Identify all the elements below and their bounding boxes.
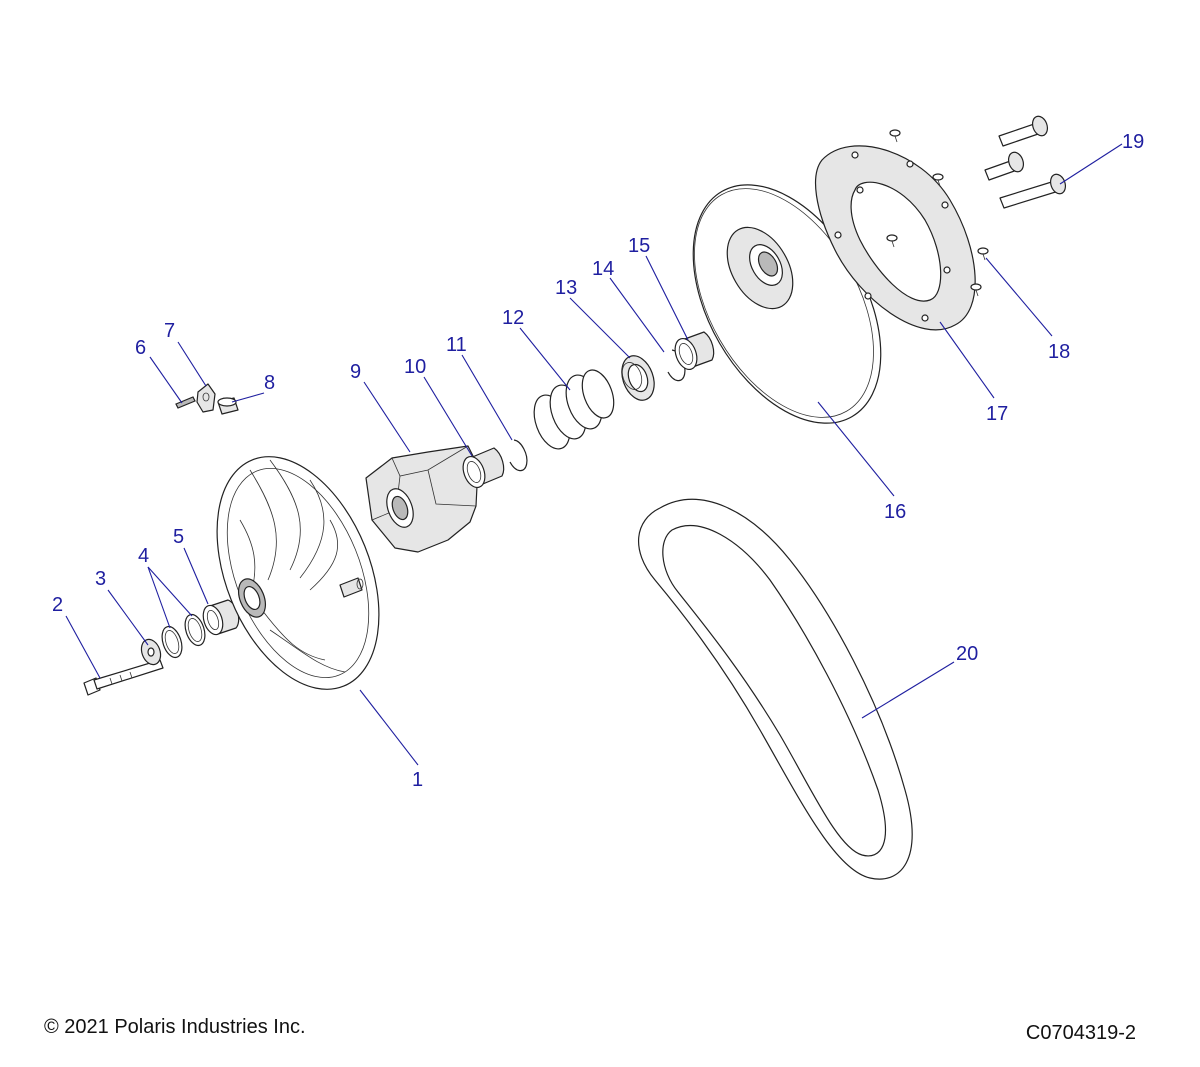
part-3-washer bbox=[140, 638, 162, 666]
part-6-pin bbox=[175, 396, 196, 409]
callout-6: 6 bbox=[135, 337, 146, 359]
part-15-bushing bbox=[674, 331, 715, 371]
leader-1 bbox=[359, 689, 419, 766]
leader-lines bbox=[65, 143, 1123, 766]
callout-numbers: 1 2 3 4 5 6 7 8 9 10 11 12 13 14 15 16 1… bbox=[52, 131, 1144, 791]
callout-17: 17 bbox=[986, 403, 1008, 425]
callout-19: 19 bbox=[1122, 131, 1144, 153]
part-2-bolt bbox=[83, 659, 164, 696]
leader-3 bbox=[107, 589, 149, 646]
figure-id: C0704319-2 bbox=[1025, 1022, 1136, 1044]
callout-3: 3 bbox=[95, 568, 106, 590]
part-1-moveable-sheave bbox=[216, 456, 380, 690]
part-11-snap-ring bbox=[509, 439, 528, 472]
part-8-roller bbox=[217, 397, 239, 415]
leader-2 bbox=[65, 615, 101, 679]
leader-14 bbox=[609, 277, 665, 353]
callout-15: 15 bbox=[628, 235, 650, 257]
callout-18: 18 bbox=[1048, 341, 1070, 363]
leader-19 bbox=[1059, 143, 1123, 185]
part-18-screws bbox=[886, 129, 989, 297]
callout-14: 14 bbox=[592, 258, 614, 280]
callout-16: 16 bbox=[884, 501, 906, 523]
leader-18 bbox=[985, 257, 1053, 337]
part-10-bushing bbox=[462, 447, 505, 489]
leader-16 bbox=[817, 401, 895, 497]
part-4-shims bbox=[161, 613, 206, 659]
leader-7 bbox=[177, 341, 207, 387]
leader-17 bbox=[939, 321, 995, 399]
part-9-spider bbox=[365, 445, 479, 553]
exploded-parts-diagram: 1 2 3 4 5 6 7 8 9 10 11 12 13 14 15 16 1… bbox=[52, 115, 1144, 880]
leader-15 bbox=[645, 255, 689, 341]
leader-4a bbox=[147, 566, 171, 629]
part-7-weight bbox=[196, 383, 216, 413]
callout-5: 5 bbox=[173, 526, 184, 548]
callout-2: 2 bbox=[52, 594, 63, 616]
callout-8: 8 bbox=[264, 372, 275, 394]
callout-13: 13 bbox=[555, 277, 577, 299]
part-13-spring-seat bbox=[621, 355, 655, 401]
leader-13 bbox=[569, 297, 631, 359]
part-17-cover-plate bbox=[815, 145, 976, 331]
leader-11 bbox=[461, 354, 513, 441]
callout-11: 11 bbox=[446, 334, 467, 356]
leader-5 bbox=[183, 547, 209, 605]
leader-8 bbox=[231, 392, 265, 403]
callout-4: 4 bbox=[138, 545, 149, 567]
callout-1: 1 bbox=[412, 769, 423, 791]
leader-6 bbox=[149, 356, 183, 404]
leader-4b bbox=[147, 566, 193, 617]
part-20-drive-belt bbox=[638, 498, 913, 880]
part-5-bushing bbox=[202, 599, 240, 636]
leader-20 bbox=[861, 661, 955, 719]
part-12-spring bbox=[533, 369, 615, 450]
part-19-bolts bbox=[984, 115, 1067, 209]
leader-10 bbox=[423, 376, 473, 457]
leader-12 bbox=[519, 327, 571, 391]
leader-9 bbox=[363, 381, 411, 453]
callout-20: 20 bbox=[956, 643, 978, 665]
callout-7: 7 bbox=[164, 320, 175, 342]
callout-9: 9 bbox=[350, 361, 361, 383]
callout-10: 10 bbox=[404, 356, 426, 378]
copyright-notice: © 2021 Polaris Industries Inc. bbox=[44, 1016, 306, 1038]
callout-12: 12 bbox=[502, 307, 524, 329]
